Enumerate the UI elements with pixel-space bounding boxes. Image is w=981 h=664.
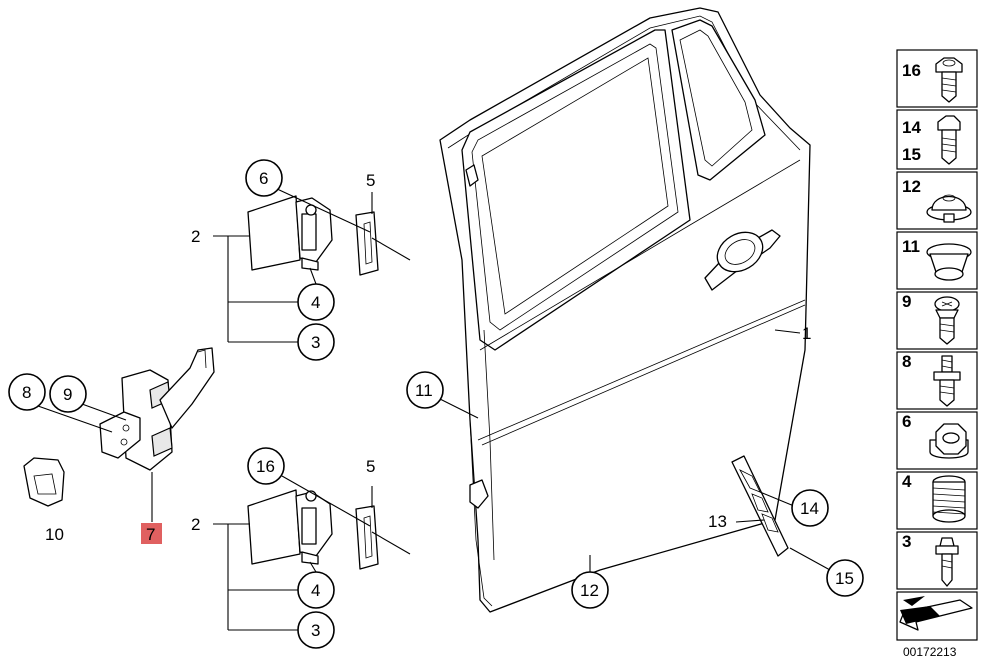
callout-shim-a: 5 <box>366 171 375 190</box>
callout-hinge-b-sub1: 4 <box>311 581 320 600</box>
callout-check-bolt-a: 8 <box>22 383 31 402</box>
legend-number: 4 <box>902 472 912 491</box>
callout-hinge-b-sub2: 3 <box>311 621 320 640</box>
callout-door: 1 <box>802 324 811 343</box>
plug-icon <box>926 243 972 281</box>
threaded-insert-icon <box>932 475 966 523</box>
callout-circle <box>826 559 864 597</box>
callout-hinge-a: 2 <box>191 227 200 246</box>
leader-line <box>759 491 795 507</box>
highlight-marker <box>141 523 162 544</box>
callout-check-strap: 7 <box>146 525 155 544</box>
legend-number: 12 <box>902 177 921 196</box>
fastener-legend: 16 14 15 12 11 9 8 6 4 3 <box>896 49 978 641</box>
callout-circle <box>297 283 335 321</box>
legend-number: 8 <box>902 352 911 371</box>
grommet-icon <box>926 194 972 223</box>
callout-12-group: 12 <box>571 555 609 609</box>
trim-strip <box>731 455 789 557</box>
leader-line <box>371 237 411 261</box>
callout-door-seal-lower: 12 <box>580 581 599 600</box>
callout-hinge-a-sub2: 3 <box>311 333 320 352</box>
legend-cell <box>896 109 978 170</box>
callout-hinge-a-sub1: 4 <box>311 293 320 312</box>
legend-number: 15 <box>902 145 921 164</box>
rubber-plug <box>23 457 65 507</box>
torx-bolt-icon <box>935 57 963 103</box>
callout-plug: 10 <box>45 525 64 544</box>
legend-number: 3 <box>902 532 911 551</box>
callout-door-seal-upper: 11 <box>415 381 433 400</box>
leader-line <box>281 475 371 527</box>
callout-hinge-a-top: 6 <box>259 169 268 188</box>
bolt-icon <box>937 115 961 165</box>
torx-screw-icon <box>934 296 960 345</box>
callout-trim-strip: 13 <box>708 512 727 531</box>
legend-number: 6 <box>902 412 911 431</box>
legend-number: 11 <box>902 237 920 256</box>
legend-cell <box>896 49 978 108</box>
leader-line <box>309 267 317 285</box>
leader-line <box>371 531 411 555</box>
direction-arrow-icon <box>899 596 973 631</box>
callout-shim-b: 5 <box>366 457 375 476</box>
callout-hinge-b-top: 16 <box>256 457 275 476</box>
callout-check-bolt-b: 9 <box>63 385 72 404</box>
callout-circle <box>297 611 335 649</box>
legend-number: 9 <box>902 292 911 311</box>
callout-circle <box>297 323 335 361</box>
rear-door <box>439 7 811 613</box>
callout-clip-a: 14 <box>800 499 819 518</box>
leader-line <box>774 329 801 334</box>
callout-circle <box>297 571 335 609</box>
leader-line <box>789 547 831 571</box>
leader-line <box>735 519 765 523</box>
leader-line <box>81 403 127 421</box>
leader-line <box>309 561 317 573</box>
leader-line <box>37 405 113 433</box>
lower-hinge <box>247 489 379 570</box>
legend-number: 14 <box>902 118 921 137</box>
door-check-strap <box>99 347 215 471</box>
upper-hinge <box>247 195 379 276</box>
legend-cell <box>896 531 978 590</box>
callout-circle <box>247 447 285 485</box>
callout-11-group: 11 <box>406 371 479 419</box>
callout-circle <box>49 375 87 413</box>
callout-clip-b: 15 <box>835 569 854 588</box>
hex-nut-icon <box>929 423 969 459</box>
callout-hinge-b: 2 <box>191 515 200 534</box>
hinge-pin-icon <box>935 537 959 587</box>
legend-number: 16 <box>902 61 921 80</box>
callout-circle <box>8 373 46 411</box>
leader-line <box>274 187 371 233</box>
callout-circle <box>245 159 283 197</box>
stud-bolt-icon <box>933 355 961 407</box>
diagram-code: 00172213 <box>903 645 957 659</box>
callout-circle <box>791 489 829 527</box>
